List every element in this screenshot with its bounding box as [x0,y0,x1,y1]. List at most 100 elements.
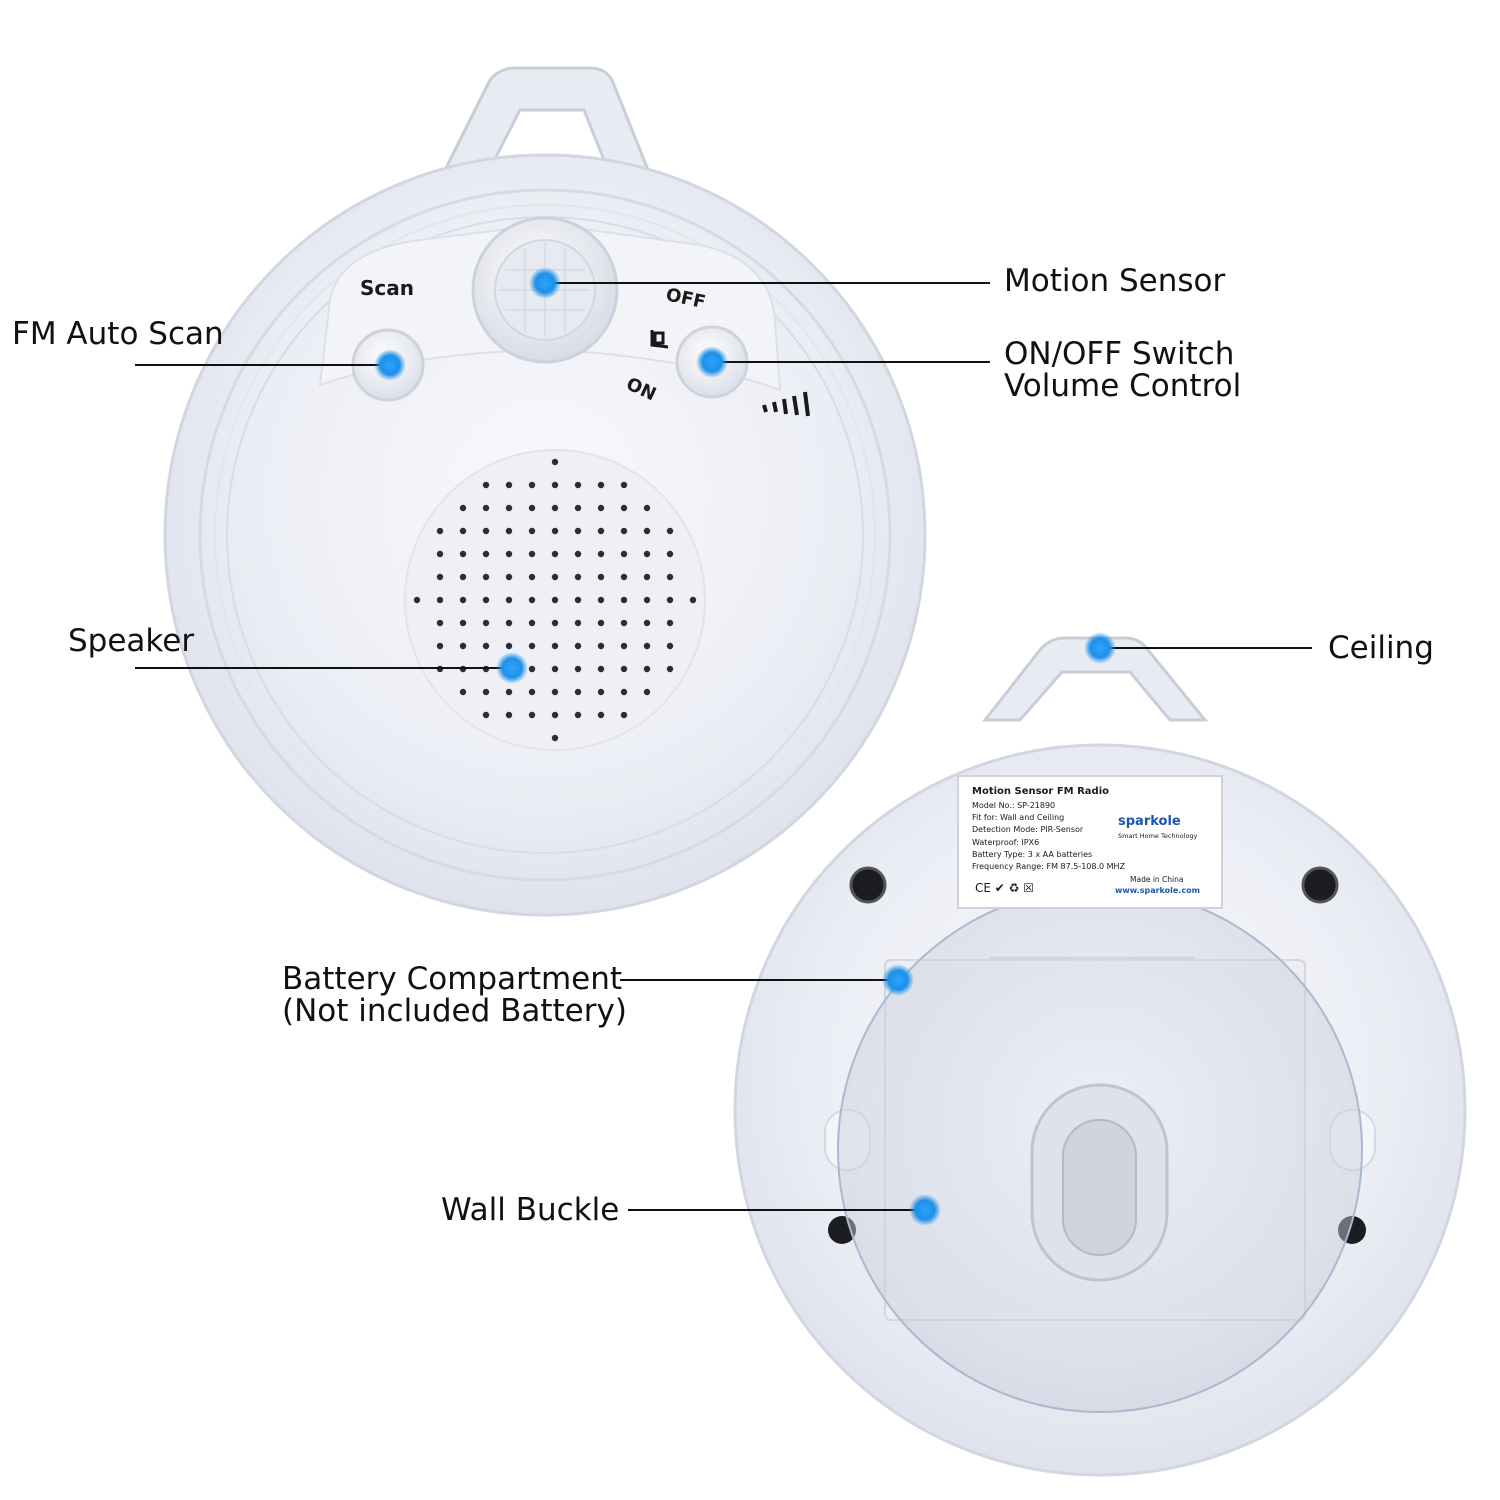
speaker-hole [459,619,467,627]
speaker-hole [505,596,513,604]
speaker-hole [505,642,513,650]
callout-on-off-switch: ON/OFF Switch Volume Control [1004,338,1241,402]
speaker-hole [597,504,605,512]
speaker-hole [505,711,513,719]
product-label: Motion Sensor FM Radio Model No.: SP-218… [957,775,1223,909]
speaker-hole [459,642,467,650]
speaker-hole [666,665,674,673]
speaker-hole [482,596,490,604]
speaker-hole [574,642,582,650]
speaker-hole [643,573,651,581]
speaker-hole [666,642,674,650]
callout-battery-compartment: Battery Compartment (Not included Batter… [282,963,627,1027]
speaker-hole [482,711,490,719]
callout-on-off-line1: ON/OFF Switch [1004,336,1235,372]
speaker-hole [574,527,582,535]
marker-wall-buckle [909,1194,941,1226]
label-waterproof: Waterproof: IPX6 [972,838,1039,847]
speaker-hole [574,596,582,604]
marker-on-off [696,346,728,378]
marker-ceiling [1084,632,1116,664]
label-made-in: Made in China [1130,875,1183,884]
speaker-hole [528,504,536,512]
back-device: Motion Sensor FM Radio Model No.: SP-218… [733,636,1467,1477]
callout-markers [374,267,1116,1226]
speaker-hole [666,619,674,627]
speaker-hole [528,711,536,719]
speaker-hole [505,619,513,627]
label-fit: Fit for: Wall and Ceiling [972,813,1064,822]
callout-wall-buckle: Wall Buckle [441,1194,619,1226]
speaker-hole [620,481,628,489]
speaker-hole [459,596,467,604]
speaker-hole [482,550,490,558]
label-website: www.sparkole.com [1115,886,1200,895]
label-detection: Detection Mode: PIR-Sensor [972,825,1084,834]
speaker-hole [482,504,490,512]
speaker-hole [505,504,513,512]
speaker-hole [528,550,536,558]
speaker-hole [528,688,536,696]
label-marks: CE ✔ ♻ ☒ [975,881,1034,895]
speaker-hole [597,573,605,581]
speaker-hole [482,619,490,627]
speaker-hole [551,619,559,627]
speaker-hole [436,619,444,627]
leader-lines [135,282,1312,1211]
speaker-hole [574,665,582,673]
screw [849,866,887,904]
volume-ticks [762,391,810,417]
speaker-hole [551,596,559,604]
speaker-hole [597,481,605,489]
speaker-hole [551,734,559,742]
speaker-hole [436,550,444,558]
speaker-hole [597,550,605,558]
speaker-hole [436,527,444,535]
speaker-hole [528,527,536,535]
speaker-hole [574,550,582,558]
speaker-hole [482,481,490,489]
marker-fm-auto-scan [374,349,406,381]
speaker-hole [551,458,559,466]
label-battery: Battery Type: 3 x AA batteries [972,850,1092,859]
speaker-hole [666,596,674,604]
speaker-hole [643,596,651,604]
speaker-hole [620,688,628,696]
callout-ceiling-text: Ceiling [1328,630,1434,666]
marker-motion-sensor [529,267,561,299]
callout-speaker: Speaker [68,625,194,657]
speaker-hole [551,550,559,558]
speaker-hole [436,642,444,650]
speaker-hole [643,642,651,650]
speaker-hole [505,573,513,581]
speaker-hole [597,688,605,696]
speaker-hole [689,596,697,604]
speaker-hole [666,573,674,581]
speaker-hole [620,527,628,535]
marker-speaker [496,652,528,684]
speaker-hole [643,665,651,673]
front-device: Scan OFF ON [163,66,927,917]
speaker-hole [643,619,651,627]
speaker-hole [482,642,490,650]
speaker-hole [574,504,582,512]
speaker-hole [482,573,490,581]
callout-wall-buckle-text: Wall Buckle [441,1192,620,1228]
speaker-hole [574,619,582,627]
speaker-hole [620,550,628,558]
label-frequency: Frequency Range: FM 87.5-108.0 MHZ [972,862,1126,871]
speaker-hole [551,527,559,535]
marker-battery [882,964,914,996]
speaker-hole [459,550,467,558]
speaker-hole [597,642,605,650]
callout-on-off-line2: Volume Control [1004,368,1242,404]
label-tagline: Smart Home Technology [1118,832,1198,840]
speaker-hole [620,711,628,719]
speaker-hole [620,596,628,604]
speaker-hole [574,688,582,696]
label-brand: sparkole [1118,814,1181,829]
callout-battery-line1: Battery Compartment [282,961,623,997]
speaker-hole [505,688,513,696]
speaker-symbol-icon [650,330,669,349]
label-title: Motion Sensor FM Radio [972,786,1109,797]
